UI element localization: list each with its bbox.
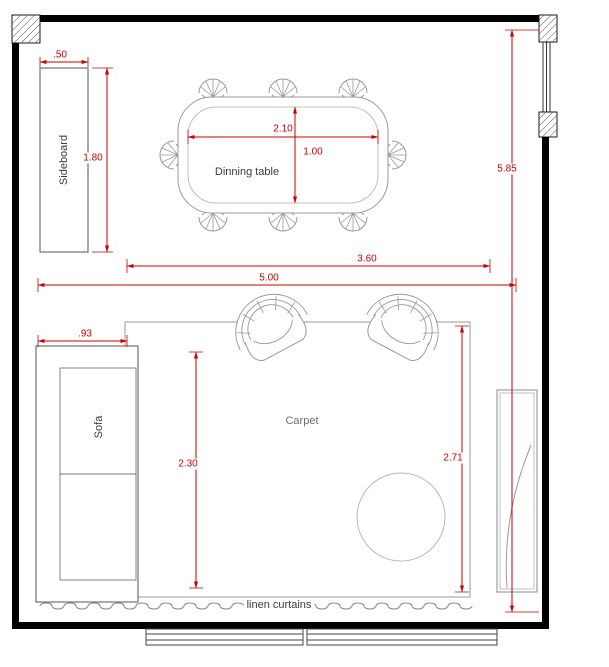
sofa-label: Sofa	[93, 415, 105, 439]
dining-table	[177, 96, 389, 214]
dining-chair	[159, 140, 181, 170]
dining-chair	[338, 78, 368, 100]
wall-hatch-blocks	[11, 14, 558, 138]
dim-carpet-depth: 2.30	[176, 458, 200, 470]
sideboard-outline	[39, 67, 89, 253]
dining-chair	[198, 210, 228, 232]
window-right	[306, 628, 498, 646]
round-table	[356, 472, 446, 562]
dining-table-label: Dinning table	[214, 166, 280, 178]
sideboard-label: Sideboard	[58, 134, 70, 186]
right-wall-window	[542, 42, 551, 112]
dim-sideboard-depth: .50	[51, 49, 69, 61]
wall-bottom	[12, 622, 549, 629]
dim-room-depth: 5.85	[495, 163, 519, 175]
right-side-unit	[496, 389, 538, 593]
sofa	[35, 345, 139, 603]
armchair-left	[221, 280, 318, 369]
hatch-top-right-fill	[539, 15, 557, 42]
dim-sofa-depth: .93	[76, 328, 94, 340]
dim-dining-zone-width: 3.60	[355, 253, 379, 265]
armchair-right	[356, 280, 453, 369]
wall-left	[12, 15, 19, 629]
dining-chair	[268, 78, 298, 100]
hatch-top-left-fill	[12, 15, 40, 43]
curtains-label: linen curtains	[243, 599, 315, 611]
dim-table-width: 1.00	[301, 146, 325, 158]
dimension-lines	[37, 29, 539, 613]
dim-sideboard-length: 1.80	[81, 152, 105, 164]
wall-top	[12, 15, 552, 22]
hatch-right-mid-fill	[539, 112, 557, 137]
dining-chair	[385, 140, 407, 170]
dim-table-length: 2.10	[271, 123, 295, 135]
dim-living-zone-depth: 2.71	[441, 452, 465, 464]
dining-chair	[268, 210, 298, 232]
carpet-label: Carpet	[285, 415, 319, 427]
dim-extension-ticks	[37, 29, 539, 613]
dining-chair	[198, 78, 228, 100]
dim-room-width: 5.00	[257, 272, 281, 284]
dining-chair	[338, 210, 368, 232]
walls	[11, 14, 558, 629]
window-left	[145, 628, 304, 646]
wall-right	[542, 137, 549, 629]
bottom-windows	[145, 628, 498, 646]
